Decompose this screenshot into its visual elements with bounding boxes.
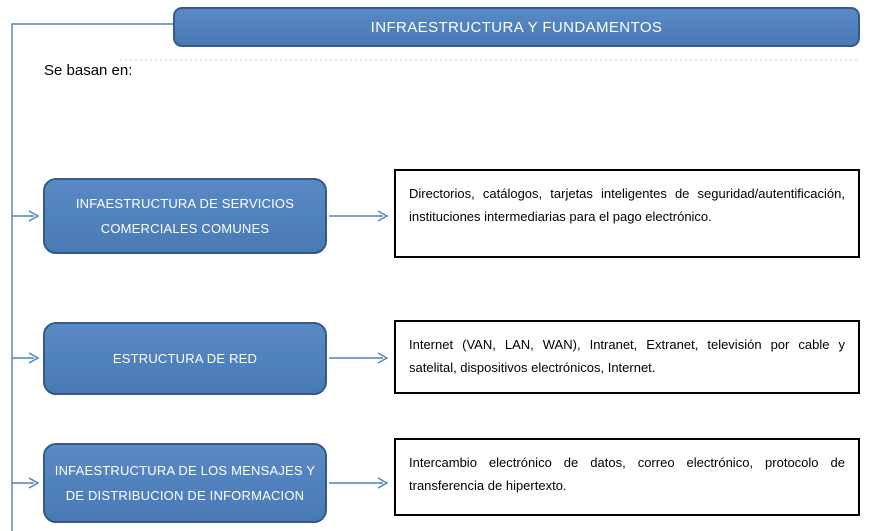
intro-label: Se basan en: bbox=[44, 62, 133, 79]
description-text: Intercambio electrónico de datos, correo… bbox=[409, 455, 845, 493]
branch-arrow-icon-3 bbox=[12, 477, 40, 489]
diagram-title-node: INFRAESTRUCTURA Y FUNDAMENTOS bbox=[173, 7, 860, 47]
topic-node-label-line: COMERCIALES COMUNES bbox=[100, 221, 270, 236]
topic-node-mensajes-distribucion: INFAESTRUCTURA DE LOS MENSAJES Y DE DIST… bbox=[43, 443, 327, 523]
topic-node-label-line: INFAESTRUCTURA DE LOS MENSAJES Y bbox=[54, 463, 316, 478]
description-box-estructura-de-red: Internet (VAN, LAN, WAN), Intranet, Extr… bbox=[394, 320, 860, 394]
topic-node-servicios-comerciales: INFAESTRUCTURA DE SERVICIOS COMERCIALES … bbox=[43, 178, 327, 254]
node-arrow-icon-2 bbox=[329, 352, 389, 364]
description-box-mensajes-distribucion: Intercambio electrónico de datos, correo… bbox=[394, 438, 860, 516]
branch-arrow-icon-1 bbox=[12, 210, 40, 222]
trunk-connector-line bbox=[11, 23, 173, 531]
description-box-servicios-comerciales: Directorios, catálogos, tarjetas intelig… bbox=[394, 169, 860, 258]
topic-node-label-line: INFAESTRUCTURA DE SERVICIOS bbox=[75, 196, 295, 211]
description-text: Directorios, catálogos, tarjetas intelig… bbox=[409, 186, 845, 224]
diagram-title: INFRAESTRUCTURA Y FUNDAMENTOS bbox=[370, 18, 663, 36]
topic-node-estructura-de-red: ESTRUCTURA DE RED bbox=[43, 322, 327, 395]
node-arrow-icon-1 bbox=[329, 210, 389, 222]
description-text: Internet (VAN, LAN, WAN), Intranet, Extr… bbox=[409, 337, 845, 375]
node-arrow-icon-3 bbox=[329, 477, 389, 489]
topic-node-label-line: DE DISTRIBUCION DE INFORMACION bbox=[65, 488, 305, 503]
branch-arrow-icon-2 bbox=[12, 352, 40, 364]
topic-node-label-line: ESTRUCTURA DE RED bbox=[112, 351, 258, 366]
